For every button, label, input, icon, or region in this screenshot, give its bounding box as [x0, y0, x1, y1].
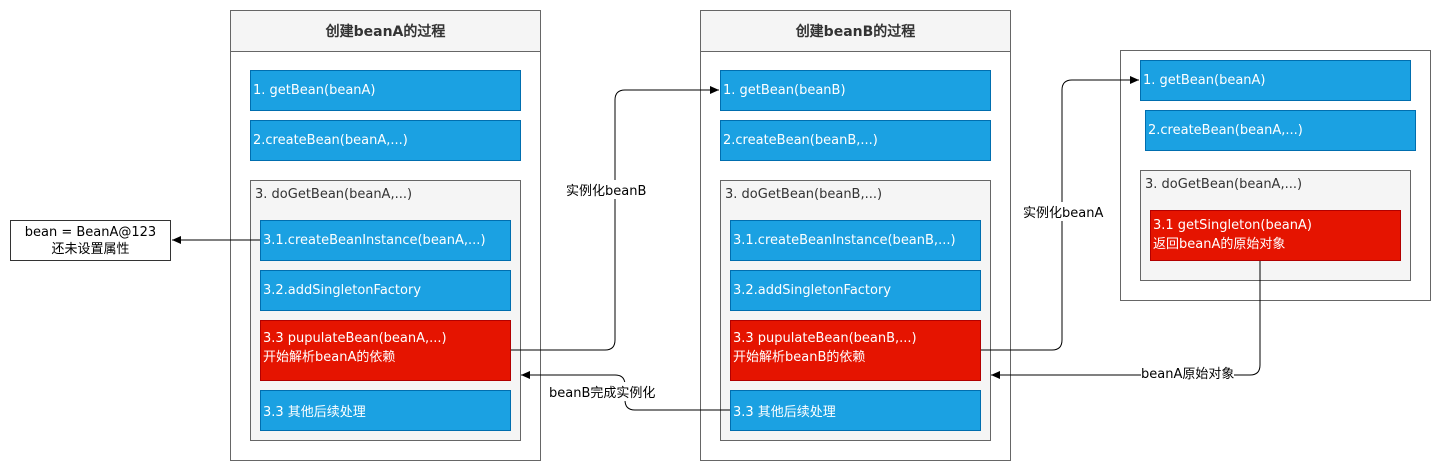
populatebean-beanA-box: 3.3 pupulateBean(beanA,...) 开始解析beanA的依赖 [260, 320, 511, 381]
createbeaninstance-beanB-box: 3.1.createBeanInstance(beanB,...) [730, 220, 981, 261]
swimlane-beanA-title: 创建beanA的过程 [231, 11, 540, 52]
getsingleton-beanA-line1: 3.1 getSingleton(beanA) [1153, 218, 1312, 233]
populatebean-beanA-line1: 3.3 pupulateBean(beanA,...) [263, 331, 447, 346]
populatebean-beanB-box: 3.3 pupulateBean(beanB,...) 开始解析beanB的依赖 [730, 320, 981, 381]
getsingleton-beanA-line2: 返回beanA的原始对象 [1153, 237, 1286, 252]
edge-label-beanA-raw: beanA原始对象 [1141, 363, 1235, 382]
populatebean-beanB-line2: 开始解析beanB的依赖 [733, 350, 866, 365]
beanA-instance-note: bean = BeanA@123 还未设置属性 [10, 220, 171, 261]
populatebean-beanA-line2: 开始解析beanA的依赖 [263, 350, 396, 365]
note-line2: 还未设置属性 [51, 241, 130, 257]
edge-label-instantiate-beanA: 实例化beanA [1023, 202, 1104, 221]
createbean-beanA-second-box: 2.createBean(beanA,...) [1145, 110, 1416, 151]
edge-populateA-to-getbeanB [511, 86, 719, 351]
populatebean-beanB-line1: 3.3 pupulateBean(beanB,...) [733, 331, 917, 346]
other-processing-beanA-box: 3.3 其他后续处理 [260, 390, 511, 431]
edge-label-beanB-done: beanB完成实例化 [549, 382, 656, 401]
addsingletonfactory-beanA-box: 3.2.addSingletonFactory [260, 270, 511, 311]
dogetbean-beanB-label: 3. doGetBean(beanB,...) [725, 187, 883, 202]
createbean-beanB-box: 2.createBean(beanB,...) [720, 120, 991, 161]
addsingletonfactory-beanB-box: 3.2.addSingletonFactory [730, 270, 981, 311]
note-line1: bean = BeanA@123 [24, 224, 157, 240]
getbean-beanA-box: 1. getBean(beanA) [250, 70, 521, 111]
createbean-beanA-box: 2.createBean(beanA,...) [250, 120, 521, 161]
dogetbean-beanA-label: 3. doGetBean(beanA,...) [255, 187, 413, 202]
getbean-beanB-box: 1. getBean(beanB) [720, 70, 991, 111]
other-processing-beanB-box: 3.3 其他后续处理 [730, 390, 981, 431]
edge-label-instantiate-beanB: 实例化beanB [566, 180, 647, 199]
getbean-beanA-second-box: 1. getBean(beanA) [1140, 60, 1411, 101]
getsingleton-beanA-box: 3.1 getSingleton(beanA) 返回beanA的原始对象 [1150, 210, 1401, 261]
createbeaninstance-beanA-box: 3.1.createBeanInstance(beanA,...) [260, 220, 511, 261]
swimlane-beanB-title: 创建beanB的过程 [701, 11, 1010, 52]
dogetbean-beanA-second-label: 3. doGetBean(beanA,...) [1145, 177, 1303, 192]
